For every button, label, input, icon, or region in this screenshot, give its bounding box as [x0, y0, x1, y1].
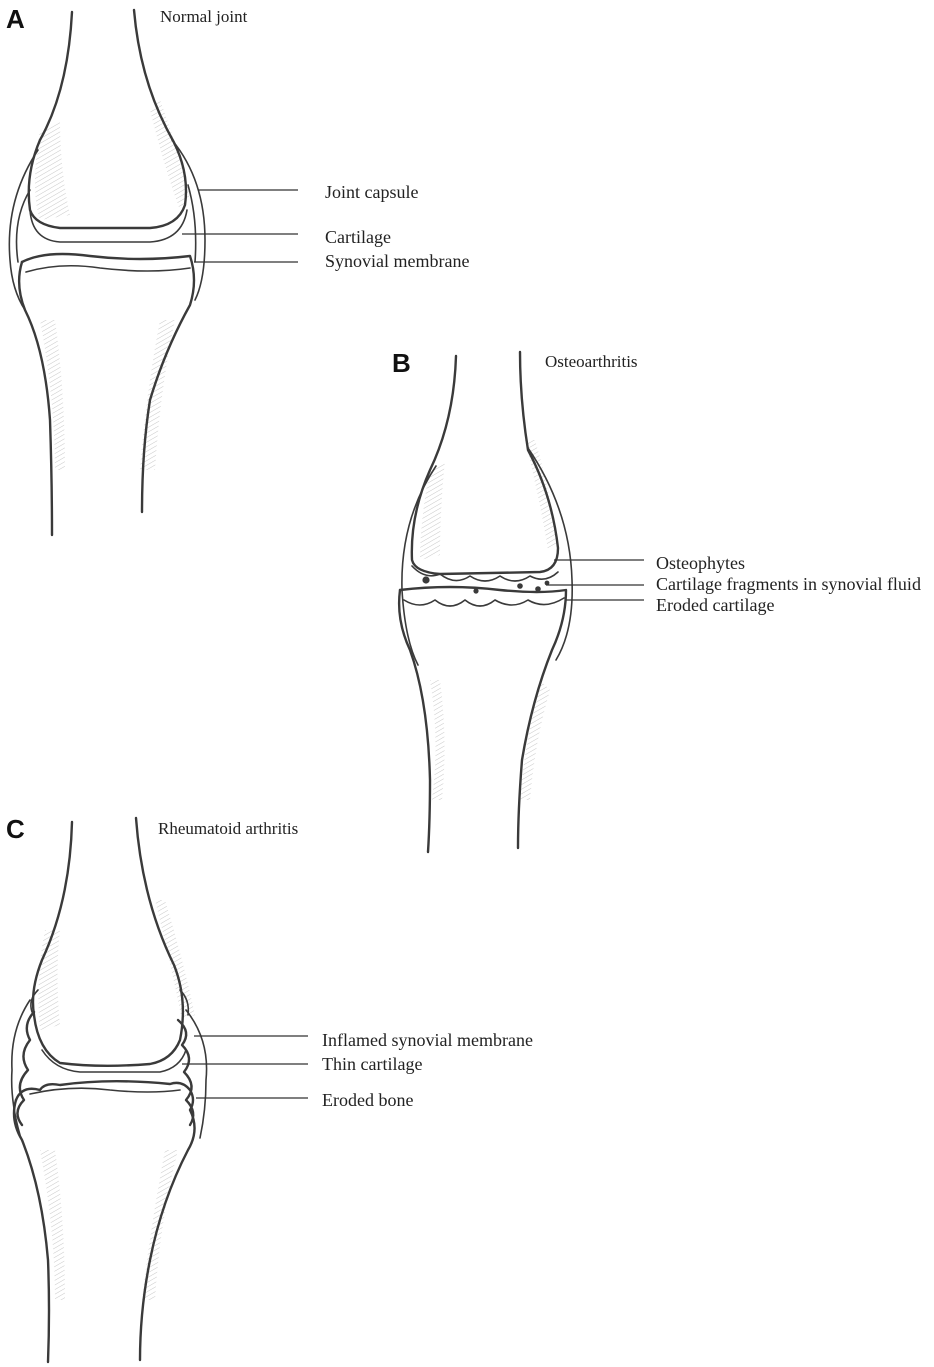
label-joint-capsule: Joint capsule — [325, 182, 418, 202]
panel-b-osteoarthritis: B Osteoarthritis — [392, 348, 921, 852]
panel-a-joint-illustration — [9, 10, 205, 535]
panel-b-caption: Osteoarthritis — [545, 352, 638, 371]
panel-c-caption: Rheumatoid arthritis — [158, 819, 298, 838]
panel-b-letter: B — [392, 348, 411, 378]
panel-c-joint-illustration — [12, 818, 207, 1362]
cartilage-fragment — [473, 588, 478, 593]
label-synovial-membrane: Synovial membrane — [325, 251, 469, 271]
label-cartilage-fragments: Cartilage fragments in synovial fluid — [656, 574, 921, 594]
label-inflamed-synovial-membrane: Inflamed synovial membrane — [322, 1030, 533, 1050]
label-eroded-bone: Eroded bone — [322, 1090, 413, 1110]
panel-c-rheumatoid-arthritis: C Rheumatoid arthritis — [6, 814, 533, 1362]
label-eroded-cartilage: Eroded cartilage — [656, 595, 774, 615]
panel-a-letter: A — [6, 4, 25, 34]
panel-b-joint-illustration — [399, 352, 572, 852]
label-osteophytes: Osteophytes — [656, 553, 745, 573]
panel-a-caption: Normal joint — [160, 7, 248, 26]
cartilage-fragment — [535, 586, 541, 592]
label-cartilage: Cartilage — [325, 227, 391, 247]
panel-c-letter: C — [6, 814, 25, 844]
panel-a-normal-joint: A Normal joint Joint caps — [6, 4, 469, 535]
cartilage-fragment — [422, 576, 429, 583]
label-thin-cartilage: Thin cartilage — [322, 1054, 422, 1074]
cartilage-fragment — [517, 583, 523, 589]
